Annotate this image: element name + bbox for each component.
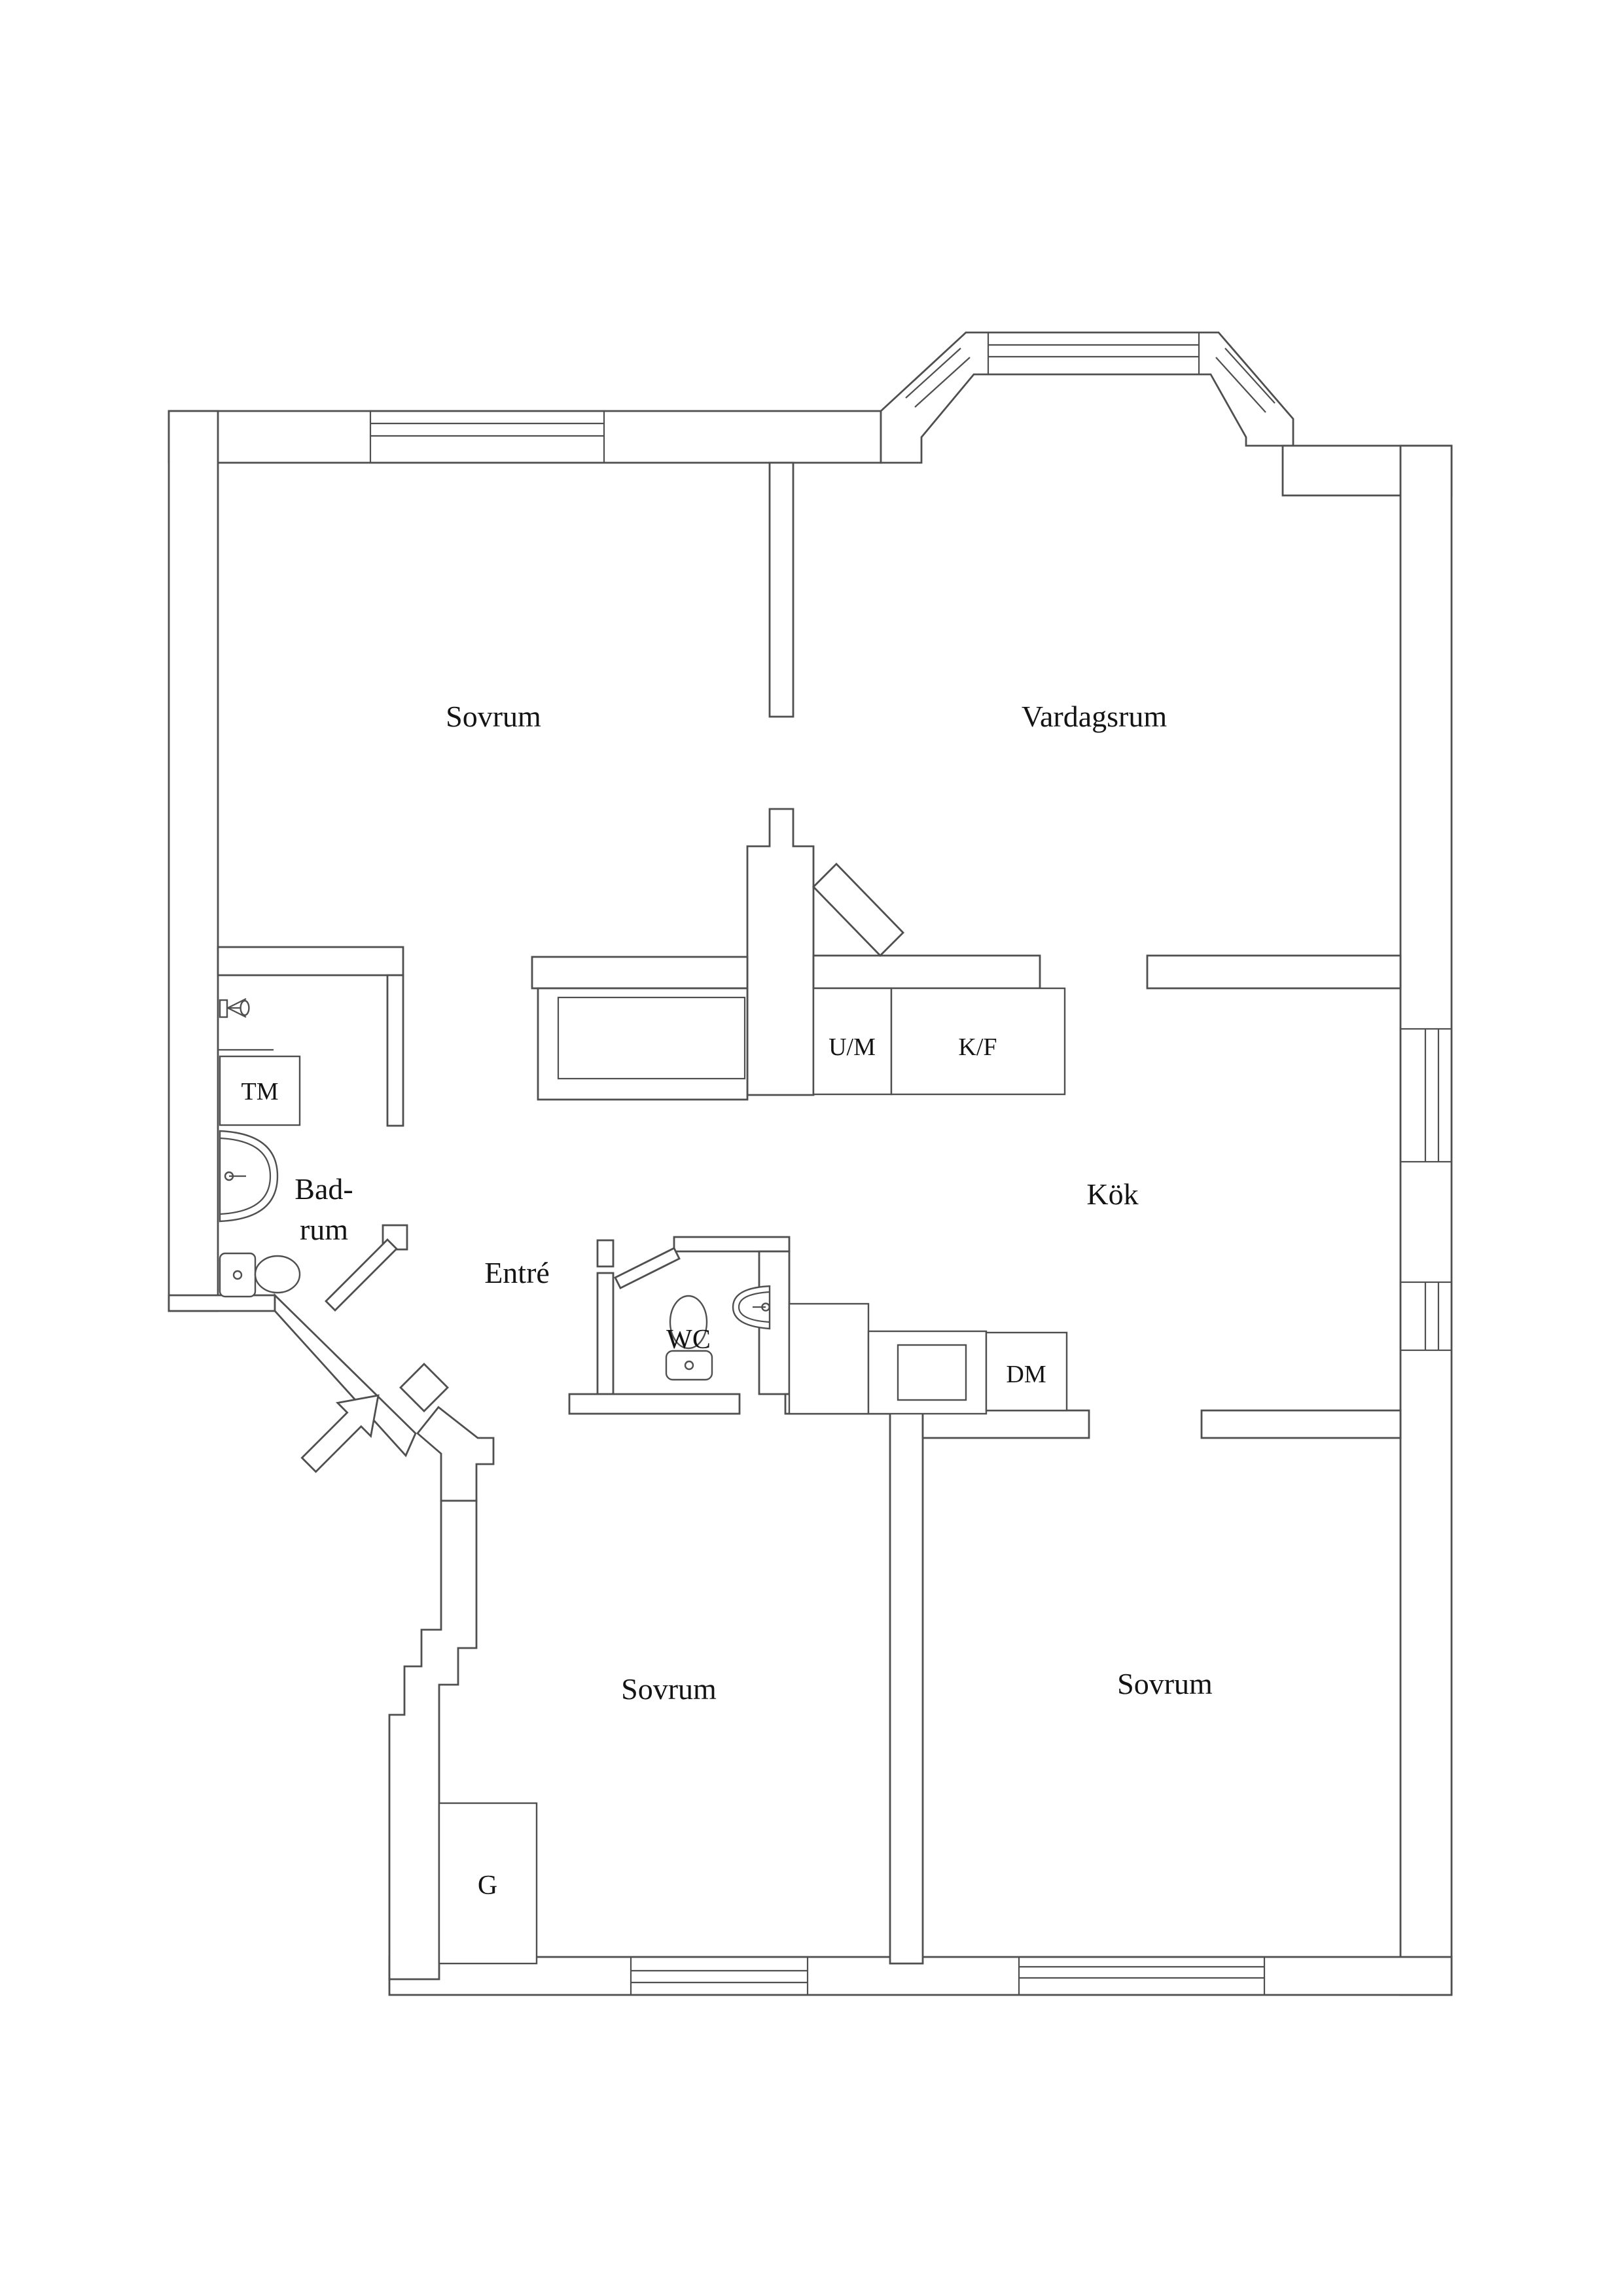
wall-entry-diagonal xyxy=(274,1293,417,1458)
window-right-lower xyxy=(1399,1281,1453,1352)
label-wc: WC xyxy=(666,1325,711,1355)
label-entre: Entré xyxy=(484,1256,550,1289)
kitchen-sink xyxy=(897,1344,967,1401)
label-dm: DM xyxy=(1006,1361,1046,1388)
wall-kok-north-left xyxy=(812,954,1041,990)
appliance-washing-machine xyxy=(219,1055,301,1126)
hall-closet-inner xyxy=(557,996,746,1080)
label-badrum-line2: rum xyxy=(300,1213,348,1246)
labels: Sovrum Vardagsrum Bad- rum Entré Kök WC … xyxy=(241,700,1213,1901)
label-kf: K/F xyxy=(958,1033,997,1061)
label-kok: Kök xyxy=(1086,1177,1138,1211)
wall-bedroom-divider xyxy=(889,1393,924,1965)
outer-walls xyxy=(168,331,1453,1996)
wall-sovrum-br-north-left xyxy=(921,1409,1090,1439)
wardrobe-box xyxy=(438,1802,538,1965)
wc-toilet-icon xyxy=(665,1295,713,1381)
label-sovrum-bottom-right: Sovrum xyxy=(1117,1667,1213,1700)
wall-southwest-stepped xyxy=(388,1499,478,1981)
kitchen-fittings xyxy=(788,987,1068,1415)
label-sovrum-top-left: Sovrum xyxy=(446,700,541,733)
wall-sovrum-vardagsrum xyxy=(768,461,794,718)
label-tm: TM xyxy=(241,1078,279,1105)
wall-entry-bottom xyxy=(168,1294,276,1312)
label-sovrum-bottom-left: Sovrum xyxy=(621,1672,717,1706)
wall-top-left xyxy=(168,410,882,464)
wall-wc-west-jamb xyxy=(596,1239,615,1268)
wall-badrum-north xyxy=(217,946,404,977)
window-bottom-left xyxy=(630,1956,809,1996)
chimney-stack xyxy=(746,808,815,1096)
door-leaf-kok xyxy=(812,863,904,957)
window-right-upper xyxy=(1399,1028,1453,1163)
windows xyxy=(369,332,1453,1996)
wc-sink-icon xyxy=(732,1285,771,1330)
label-um: U/M xyxy=(829,1033,876,1061)
bay-window-wall xyxy=(880,331,1294,464)
badrum-sink-icon xyxy=(219,1130,279,1223)
appliance-fridge-freezer xyxy=(890,987,1066,1096)
wall-sovrum-br-north-right xyxy=(1200,1409,1402,1439)
wall-kok-north-right xyxy=(1146,954,1402,990)
wall-wc-north xyxy=(673,1236,791,1253)
appliance-dishwasher xyxy=(985,1331,1068,1412)
wc-fixtures xyxy=(665,1285,771,1381)
badrum-toilet-icon xyxy=(219,1252,301,1298)
wall-wc-west xyxy=(596,1272,615,1395)
wall-badrum-east xyxy=(386,974,404,1127)
label-g: G xyxy=(478,1871,497,1901)
wall-left xyxy=(168,410,219,1312)
bay-windows xyxy=(905,332,1275,413)
wall-hall-north xyxy=(531,956,749,990)
doors xyxy=(325,863,904,1412)
door-leaf-entry xyxy=(399,1363,449,1412)
kitchen-cabinet xyxy=(788,1302,870,1415)
window-top-left xyxy=(369,410,605,464)
wall-right xyxy=(1399,444,1453,1996)
wall-sovrum-bl-north-left xyxy=(568,1393,741,1415)
badrum-fixtures xyxy=(218,998,301,1298)
door-leaf-badrum xyxy=(325,1238,398,1312)
entry-arrow-icon xyxy=(300,1394,380,1473)
label-vardagsrum: Vardagsrum xyxy=(1022,700,1167,733)
door-leaf-wc xyxy=(614,1247,681,1289)
shower-icon xyxy=(219,998,250,1018)
label-badrum-line1: Bad- xyxy=(294,1172,353,1206)
entry-door-jamb xyxy=(416,1406,495,1502)
appliance-oven-micro xyxy=(812,987,893,1096)
window-bottom-right xyxy=(1018,1956,1266,1996)
hall-closet xyxy=(537,987,749,1101)
interior-walls xyxy=(217,461,1402,1965)
